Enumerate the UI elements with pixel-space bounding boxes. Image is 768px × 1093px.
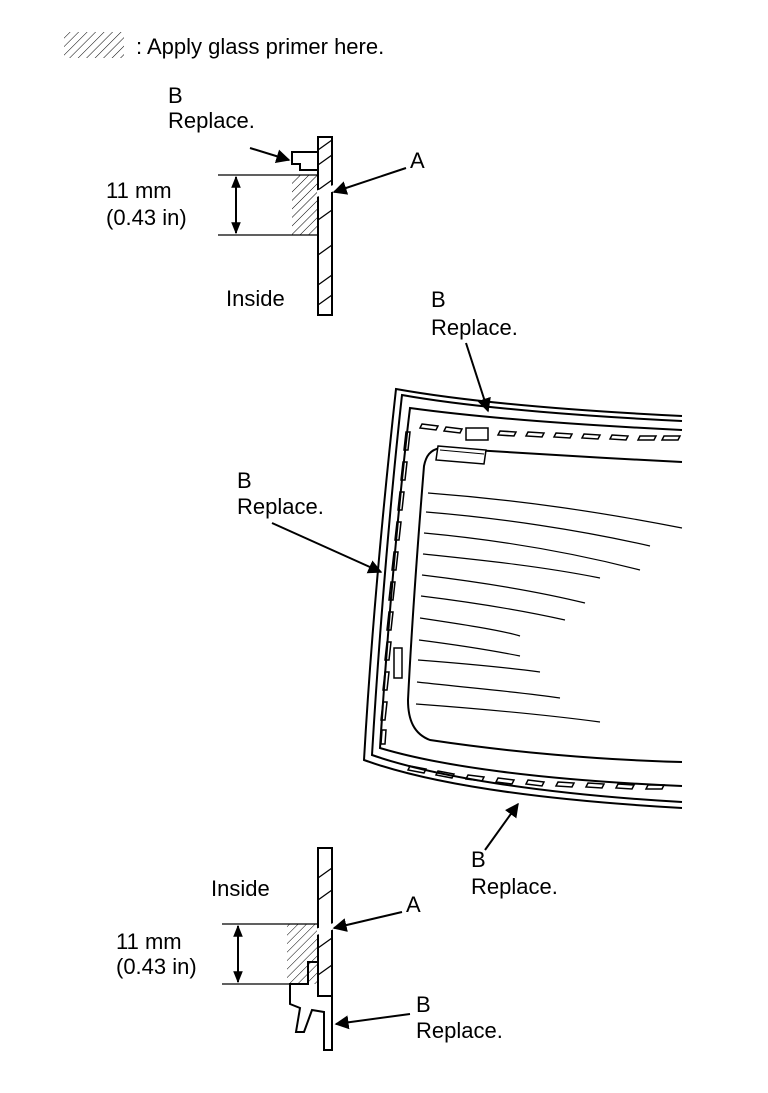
top-inside-label: Inside [226,286,285,311]
main-callout-top-text: Replace. [431,315,518,340]
bottom-callout-b-text: Replace. [416,1018,503,1043]
main-callout-top-letter: B [431,287,446,312]
windshield-inner-border [406,446,683,763]
main-callout-bottom-letter: B [471,847,486,872]
top-glass-section [315,136,335,316]
top-callout-a: A [410,148,425,173]
bottom-dimension-inches: (0.43 in) [116,954,197,979]
windshield-bracket-side [393,647,403,679]
top-dimension-inches: (0.43 in) [106,205,187,230]
bottom-dimension-value: 11 mm [116,929,182,954]
top-primer-zone [292,175,317,235]
bottom-primer-zone [287,924,317,984]
top-detail: B Replace. A 11 mm (0.43 in) Inside [106,83,425,316]
bottom-detail: Inside A 11 mm (0.43 in) B Replace. [116,847,503,1051]
bottom-inside-label: Inside [211,876,270,901]
bottom-molding-b [289,961,333,1051]
legend-hatch-swatch [64,32,124,58]
top-molding-b [291,151,318,171]
windshield-bracket-top [465,427,489,441]
main-view: B Replace. B Replace. B Replace. [237,287,683,899]
defroster-lines [415,492,683,723]
top-callout-b-letter: B [168,83,183,108]
windshield-primer-band [380,423,682,790]
windshield-mirror-mount [435,445,487,465]
main-callout-left-letter: B [237,468,252,493]
legend: : Apply glass primer here. [64,32,384,59]
top-callout-b-text: Replace. [168,108,255,133]
legend-text: : Apply glass primer here. [136,34,384,59]
top-dimension-value: 11 mm [106,178,172,203]
bottom-callout-b-letter: B [416,992,431,1017]
main-callout-left-text: Replace. [237,494,324,519]
windshield-outer-outline [362,387,683,809]
bottom-callout-a: A [406,892,421,917]
main-callout-bottom-text: Replace. [471,874,558,899]
